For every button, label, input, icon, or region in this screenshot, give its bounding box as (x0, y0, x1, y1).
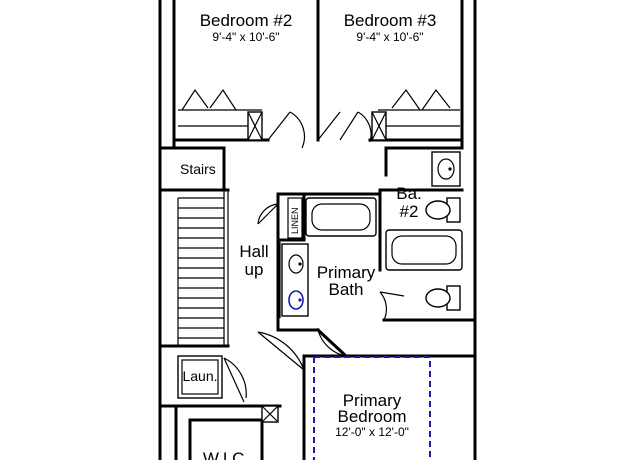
primary-bedroom-label-line2: Bedroom (338, 407, 407, 426)
bedroom3-label: Bedroom #3 (344, 11, 437, 30)
hall-label-line1: Hall (239, 242, 268, 261)
bedroom2-closet (172, 88, 270, 142)
bath2-label-line2: #2 (400, 202, 419, 221)
primary-bedroom-label-line1: Primary (343, 391, 402, 410)
bedroom-doors (267, 111, 372, 149)
stairs (158, 146, 230, 348)
hall-label-line2: up (245, 260, 264, 279)
laundry (158, 355, 282, 408)
highlighted-sink (288, 290, 304, 310)
primary-bath-label-line2: Bath (329, 280, 364, 299)
stairs-label: Stairs (180, 161, 216, 177)
laundry-label: Laun. (182, 368, 217, 384)
bath2 (378, 146, 477, 322)
primary-bedroom-size: 12'-0" x 12'-0" (335, 425, 409, 439)
linen-label: LINEN (290, 207, 300, 234)
wic (174, 404, 279, 460)
primary-bedroom-highlight (313, 356, 431, 460)
primary-bath-label-line1: Primary (317, 263, 376, 282)
bath2-label-line1: Ba. (396, 184, 422, 203)
wic-label: W.I.C. (203, 449, 249, 460)
primary-bath (257, 192, 382, 332)
bedroom3-closet (368, 88, 464, 142)
bedroom2-label: Bedroom #2 (200, 11, 293, 30)
bedroom2-size: 9'-4" x 10'-6" (212, 30, 279, 44)
bedroom3-size: 9'-4" x 10'-6" (356, 30, 423, 44)
exterior-walls (158, 0, 477, 460)
primary-bath-doors (317, 291, 405, 357)
